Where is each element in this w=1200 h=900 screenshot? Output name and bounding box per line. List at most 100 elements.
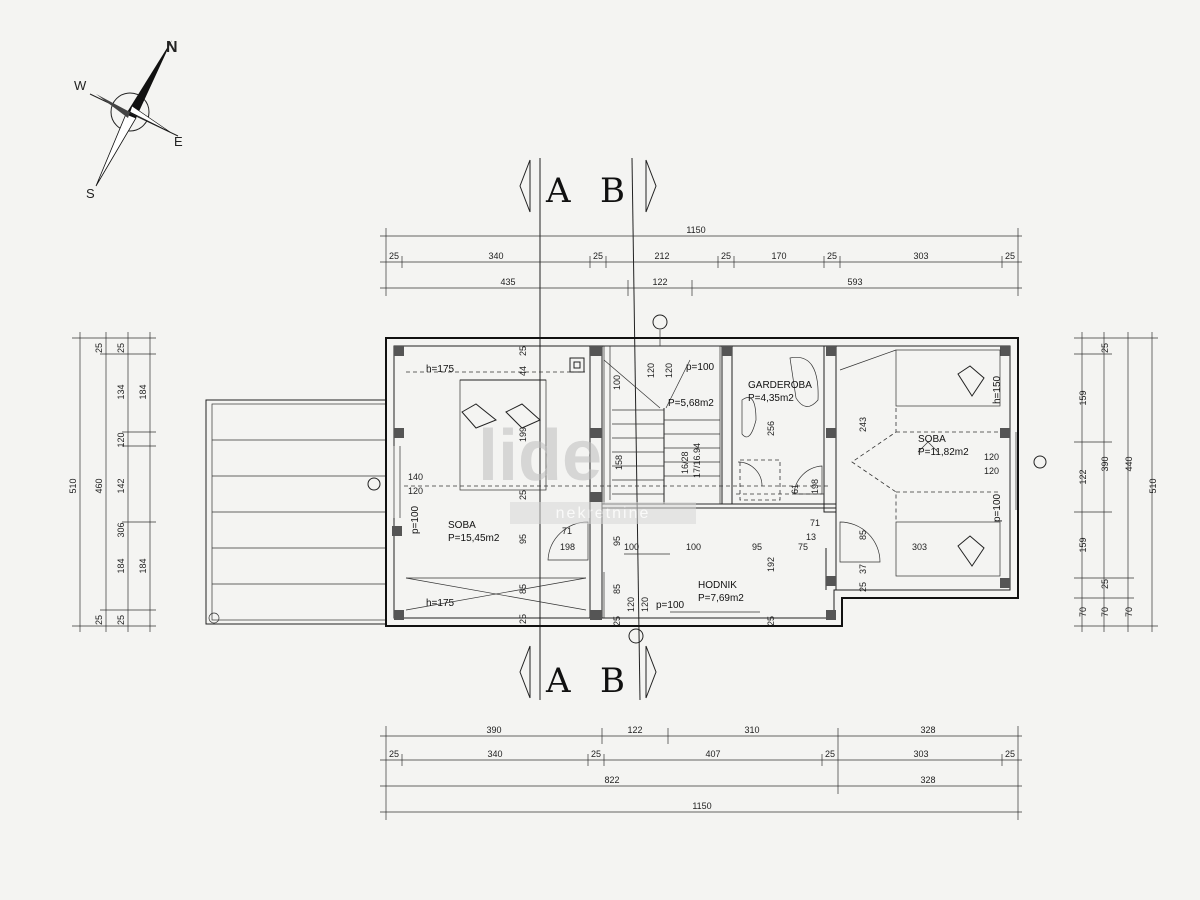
- bottom-dimensions: 390 122 310 328 25 340 25 407 25 303 25 …: [380, 725, 1022, 820]
- dim-i-25f: 25: [766, 616, 776, 626]
- dim-left-mid: 460: [94, 478, 104, 493]
- right-dimensions: 25 159 122 159 390 440 510 25 70 70 70: [1074, 332, 1158, 632]
- section-arrow-a-top: [519, 159, 531, 213]
- dim-top-r3-2: 593: [847, 277, 862, 287]
- dim-bot-r2-1: 340: [487, 749, 502, 759]
- dim-right-top: 25: [1100, 343, 1110, 353]
- dim-i-95: 95: [518, 534, 528, 544]
- compass-rose: N W E S: [74, 39, 183, 201]
- section-line-b: [631, 157, 641, 701]
- dim-i-95b: 95: [752, 542, 762, 552]
- dim-top-r2-1: 340: [488, 251, 503, 261]
- dim-left-inner-0: 134: [116, 384, 126, 399]
- section-b-top: B: [600, 171, 625, 211]
- dim-i-75: 75: [798, 542, 808, 552]
- dim-bot-r1-3: 328: [920, 725, 935, 735]
- dim-right-inner-0: 159: [1078, 390, 1088, 405]
- dim-top-r2-2: 25: [593, 251, 603, 261]
- dim-left-bot-0: 25: [94, 615, 104, 625]
- dim-left-outer: 510: [68, 478, 78, 493]
- dim-i-71: 71: [562, 526, 572, 536]
- dim-i-140: 140: [408, 472, 423, 482]
- dim-i-100c: 100: [686, 542, 701, 552]
- dim-i-198: 198: [810, 479, 820, 494]
- dim-i-37: 37: [858, 564, 868, 574]
- dim-top-r2-5: 170: [771, 251, 786, 261]
- dim-left-inner2-1: 184: [116, 558, 126, 573]
- dim-i-256: 256: [766, 421, 776, 436]
- label-h175-bottom: h=175: [426, 598, 455, 609]
- dim-i-199: 199: [518, 427, 528, 442]
- dim-bot-r1-1: 122: [627, 725, 642, 735]
- dim-bot-r1-2: 310: [744, 725, 759, 735]
- dim-i-25a: 25: [518, 346, 528, 356]
- dim-i-243: 243: [858, 417, 868, 432]
- room-soba-left-name: SOBA: [448, 520, 476, 531]
- dim-i-120e: 120: [640, 597, 650, 612]
- dim-bot-r3-1: 328: [920, 775, 935, 785]
- dim-right-bot-1: 70: [1100, 607, 1110, 617]
- bed-left: [404, 371, 830, 611]
- compass-n: N: [166, 39, 178, 56]
- dim-i-13: 13: [806, 532, 816, 542]
- dim-left-inner-2: 142: [116, 478, 126, 493]
- dim-i-95c: 95: [612, 536, 622, 546]
- dim-i-100a: 100: [612, 375, 622, 390]
- room-soba-right-area: P=11,82m2: [918, 447, 969, 458]
- dim-i-85c: 85: [612, 584, 622, 594]
- stair-parapet: p=100: [686, 362, 715, 373]
- dim-i-71b: 71: [810, 518, 820, 528]
- dim-i-303: 303: [912, 542, 927, 552]
- section-a-bottom: A: [545, 661, 571, 701]
- dim-top-r3-1: 122: [652, 277, 667, 287]
- dim-bot-r2-0: 25: [389, 749, 399, 759]
- dim-i-120r1: 120: [984, 452, 999, 462]
- room-garderoba-name: GARDEROBA: [748, 380, 812, 391]
- label-h150: h=150: [992, 375, 1003, 404]
- dim-left-bot-1: 25: [116, 615, 126, 625]
- dim-i-120r2: 120: [984, 466, 999, 476]
- dim-left-inner2-1b: 184: [138, 558, 148, 573]
- dim-i-61: 61: [790, 484, 800, 494]
- watermark-brand: lide: [478, 416, 602, 496]
- stair-area: P=5,68m2: [668, 398, 714, 409]
- dim-bot-total: 1150: [692, 801, 711, 811]
- stair-steps-a: 16/28: [680, 451, 690, 474]
- room-garderoba-area: P=4,35m2: [748, 393, 794, 404]
- section-markers: A B A B: [519, 157, 657, 701]
- dim-left-top-1: 25: [116, 343, 126, 353]
- dim-i-100b: 100: [624, 542, 639, 552]
- dim-bot-r2-6: 25: [1005, 749, 1015, 759]
- dim-right-outer: 510: [1148, 478, 1158, 493]
- label-h175-top: h=175: [426, 364, 455, 375]
- dim-i-120b: 120: [646, 363, 656, 378]
- label-p100-right: p=100: [992, 493, 1003, 522]
- dim-i-120: 120: [408, 486, 423, 496]
- dim-right-inner-1: 122: [1078, 469, 1088, 484]
- dim-bot-r3-0: 822: [604, 775, 619, 785]
- room-soba-left-area: P=15,45m2: [448, 533, 500, 544]
- room-hodnik-name: HODNIK: [698, 580, 737, 591]
- dim-left-inner2-0: 306: [116, 522, 126, 537]
- watermark-sub: nekretnine: [556, 505, 651, 522]
- dim-top-r2-7: 303: [913, 251, 928, 261]
- room-labels: h=175 h=175 SOBA P=15,45m2 p=100 p=100 P…: [410, 362, 1003, 611]
- dim-i-85: 85: [518, 584, 528, 594]
- garderoba-fixtures: [736, 356, 824, 501]
- dim-bot-r1-0: 390: [486, 725, 501, 735]
- dim-right-bot-2: 70: [1124, 607, 1134, 617]
- section-a-top: A: [545, 171, 571, 211]
- stair-steps-b: 17/16.94: [692, 443, 702, 478]
- dim-bot-r2-2: 25: [591, 749, 601, 759]
- section-arrow-a-bottom: [519, 645, 531, 699]
- compass-w: W: [74, 78, 87, 93]
- dim-left-top-0: 25: [94, 343, 104, 353]
- terrace: [205, 399, 387, 625]
- dim-left-top184: 184: [138, 384, 148, 399]
- compass-s: S: [86, 186, 95, 201]
- compass-needle-south: [95, 113, 137, 187]
- section-arrow-b-bottom: [645, 645, 657, 699]
- dim-top-r3-0: 435: [500, 277, 515, 287]
- dim-bot-r2-3: 407: [705, 749, 720, 759]
